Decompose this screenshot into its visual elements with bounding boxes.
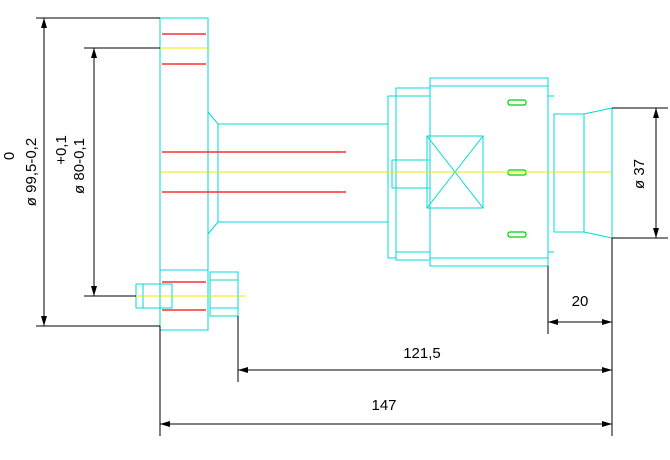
connector-tip (553, 107, 613, 239)
tip-diameter-label: ø 37 (631, 159, 648, 189)
flange (159, 17, 209, 331)
tube (207, 111, 389, 235)
bolt-circle-upper: +0,1 (53, 135, 70, 165)
dimension-lines (36, 17, 668, 436)
dimension-labels: 0 ø 99,5-0,2 +0,1 ø 80-0,1 ø 37 20 121,5… (1, 135, 648, 414)
hex-nut (387, 87, 431, 261)
part-outline (135, 17, 613, 331)
flange-diameter-label: ø 99,5-0,2 (23, 138, 40, 206)
overall-length-label: 147 (371, 397, 396, 414)
bolt-head (209, 271, 239, 317)
flange-diameter-upper: 0 (1, 152, 18, 160)
bolt-circle-label: ø 80-0,1 (71, 138, 88, 194)
length-from-bolt-label: 121,5 (403, 345, 441, 362)
slot-marks (507, 99, 527, 238)
hidden-lines (162, 33, 346, 311)
center-lines (130, 47, 612, 297)
tip-length-label: 20 (572, 293, 589, 310)
